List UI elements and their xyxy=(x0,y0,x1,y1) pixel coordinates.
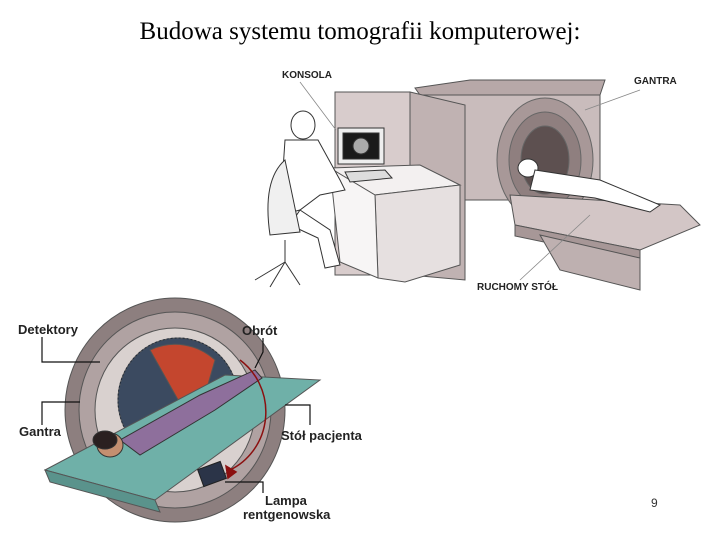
label-stol-pacjenta: Stół pacjenta xyxy=(281,428,362,443)
label-obrot: Obrót xyxy=(242,323,278,338)
slide-title: Budowa systemu tomografii komputerowej: xyxy=(139,18,581,45)
xray-tube xyxy=(197,460,227,488)
patient-figure xyxy=(517,158,662,213)
page-number: 9 xyxy=(651,496,658,510)
operator-figure xyxy=(254,110,346,288)
label-lampa-line1: Lampa xyxy=(265,493,307,508)
patient-bottom xyxy=(92,369,263,458)
label-gantra-top: GANTRA xyxy=(634,76,677,87)
label-lampa-line2: rentgenowska xyxy=(243,507,331,522)
console-monitor xyxy=(337,127,394,183)
label-gantra-bottom: Gantra xyxy=(19,424,61,439)
label-konsola: KONSOLA xyxy=(282,70,332,81)
moving-table xyxy=(509,194,701,291)
label-detektory: Detektory xyxy=(18,322,78,337)
rotation-arrow xyxy=(224,359,267,480)
patient-table-bottom xyxy=(43,374,322,513)
operator-desk xyxy=(328,164,462,283)
label-ruchomy-stol: RUCHOMY STÓŁ xyxy=(477,282,558,293)
